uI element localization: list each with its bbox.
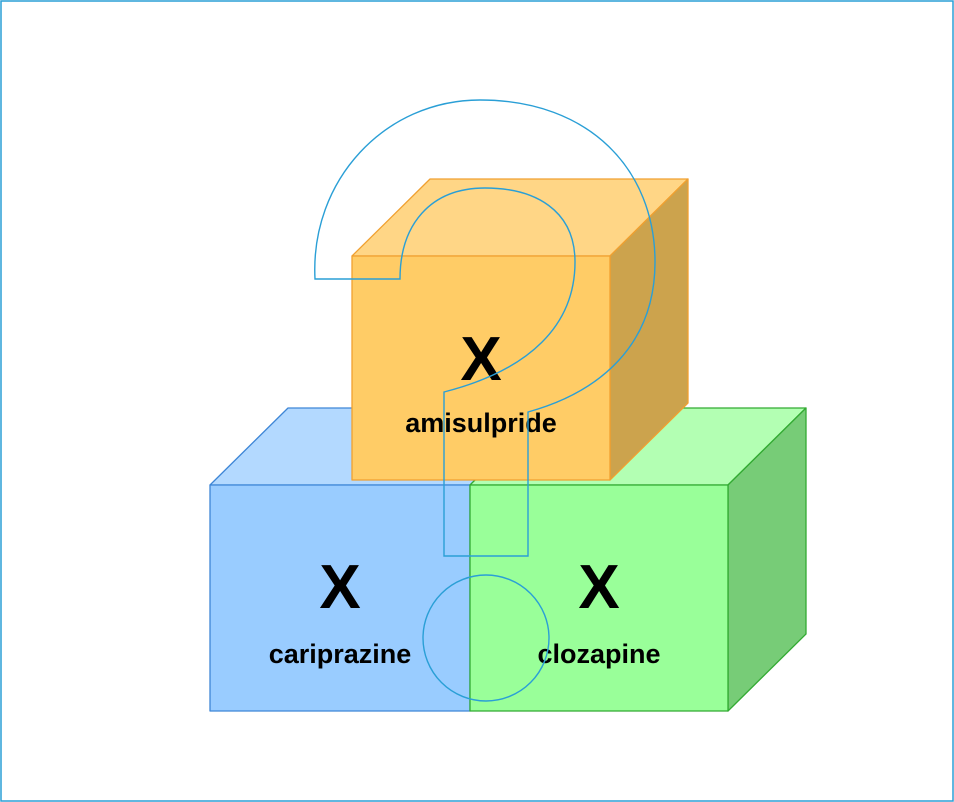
cube-clozapine-front [469, 484, 729, 712]
clozapine-x-mark: X [578, 553, 619, 622]
cariprazine-x-mark: X [319, 553, 360, 622]
clozapine-label: clozapine [537, 639, 660, 669]
cariprazine-label: cariprazine [269, 639, 412, 669]
question-mark-icon [314, 99, 656, 702]
question-mark-hook [314, 99, 656, 557]
cube-amisulpride [351, 178, 689, 481]
amisulpride-label: amisulpride [405, 408, 557, 438]
cube-amisulpride-front [351, 255, 611, 481]
question-mark-dot [422, 574, 550, 702]
cube-cariprazine-front [209, 484, 471, 712]
amisulpride-x-mark: X [460, 325, 501, 394]
